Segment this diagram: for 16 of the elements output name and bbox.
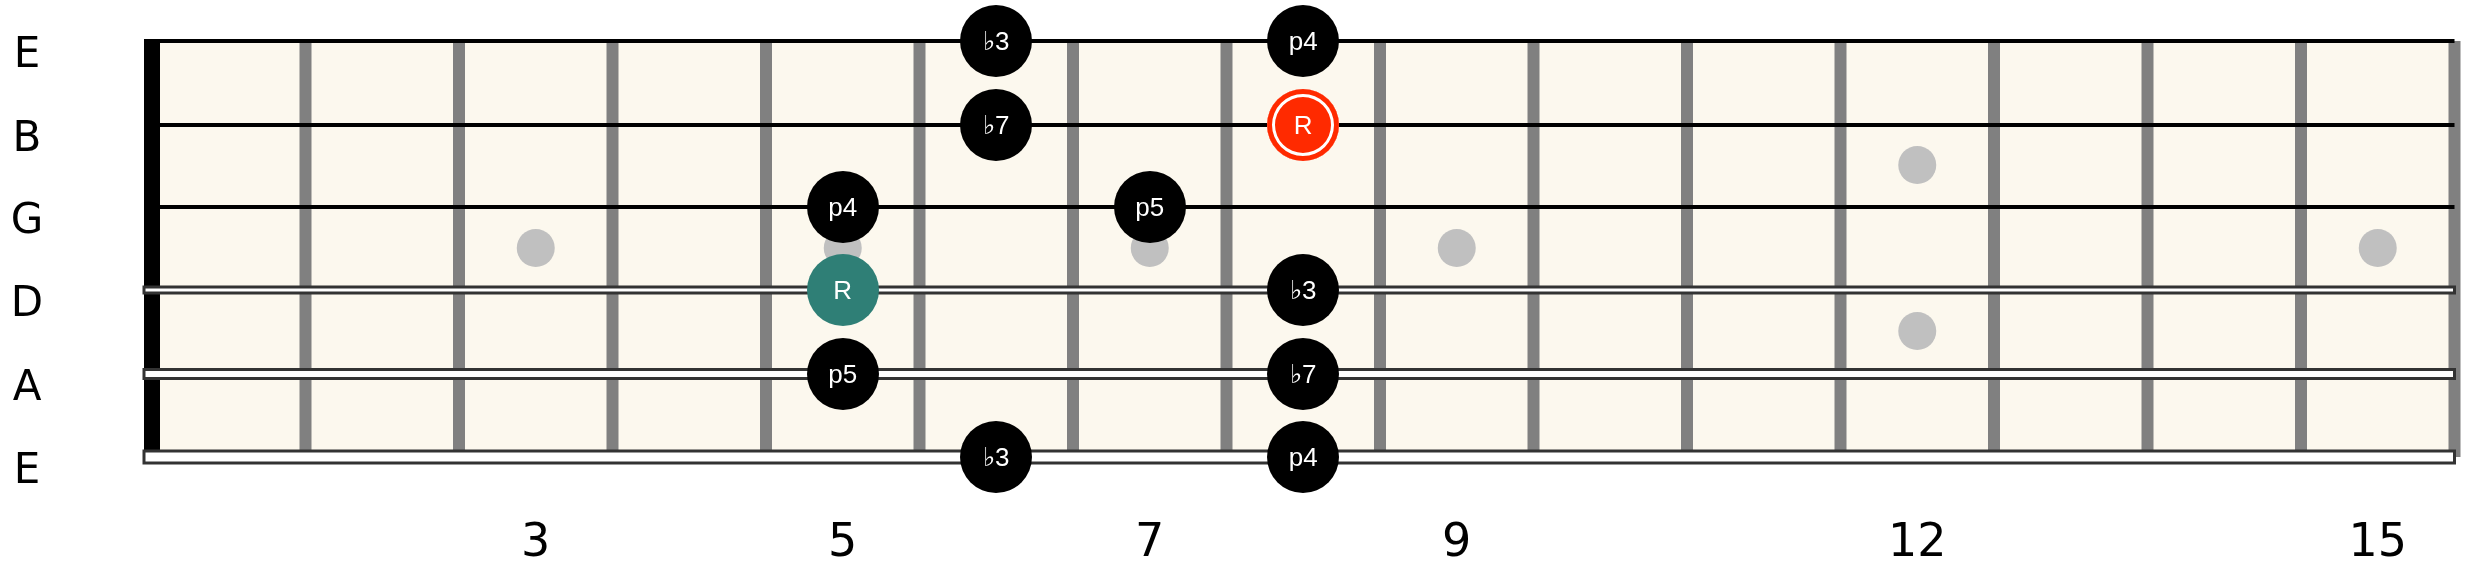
note-marker: ♭3 <box>960 5 1033 77</box>
string-name: E <box>13 443 41 493</box>
note-marker: p4 <box>1267 5 1340 77</box>
string-name: D <box>10 276 44 326</box>
string-name: G <box>10 193 44 243</box>
fret-number: 5 <box>828 513 858 567</box>
fret-number: 15 <box>2348 513 2407 567</box>
string-name: A <box>12 360 42 410</box>
string-name: B <box>12 111 42 161</box>
string-name: E <box>13 27 41 77</box>
fret-number: 12 <box>1888 513 1947 567</box>
note-marker: p4 <box>1267 421 1340 493</box>
fret-number: 3 <box>521 513 551 567</box>
fret-number: 9 <box>1442 513 1472 567</box>
fret-number: 7 <box>1135 513 1165 567</box>
note-marker: ♭3 <box>960 421 1033 493</box>
